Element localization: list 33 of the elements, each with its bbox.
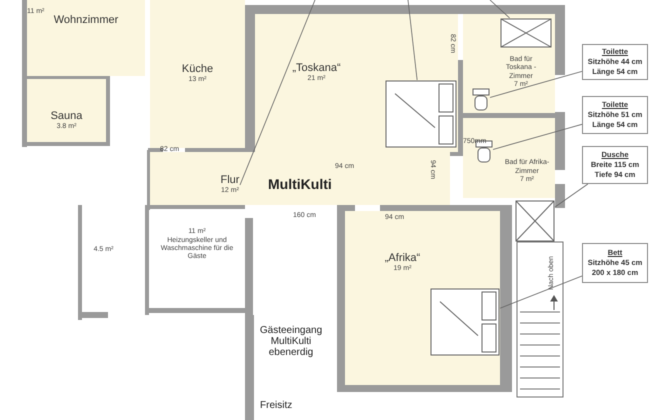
room-area [255, 14, 458, 152]
room-name: Wohnzimmer [54, 14, 118, 26]
toilet-icon [472, 88, 490, 112]
bed-icon [385, 80, 457, 148]
shower-icon [500, 18, 552, 48]
room-area [463, 118, 555, 198]
leader-line [240, 0, 316, 186]
area-name: Freisitz [260, 400, 292, 411]
room-area [27, 0, 145, 76]
bed-icon [430, 288, 500, 356]
plan-title: MultiKulti [268, 176, 332, 192]
leader-line [408, 0, 418, 80]
room-name: Sauna [50, 110, 82, 123]
callout-box [582, 243, 648, 283]
entrance-label: Gästeeingang MultiKulti ebenerdig [258, 325, 324, 358]
room-name: Küche [182, 63, 214, 76]
room-area [150, 152, 450, 205]
leader-line [554, 184, 588, 208]
leader-line [490, 0, 510, 18]
room-area [27, 79, 106, 142]
callout-box [582, 146, 648, 184]
leader-line [492, 124, 582, 150]
shower-icon [515, 200, 555, 242]
leader-line [490, 70, 582, 98]
callout-box [582, 44, 648, 80]
room-name: Flur [220, 174, 240, 187]
room-area [463, 14, 555, 113]
leader-line [500, 276, 582, 309]
room-area [345, 211, 500, 385]
room-name: „Toskana“ [292, 62, 341, 75]
room-name: „Afrika“ [384, 252, 420, 265]
room-area [150, 0, 245, 148]
callout-box [582, 96, 648, 134]
